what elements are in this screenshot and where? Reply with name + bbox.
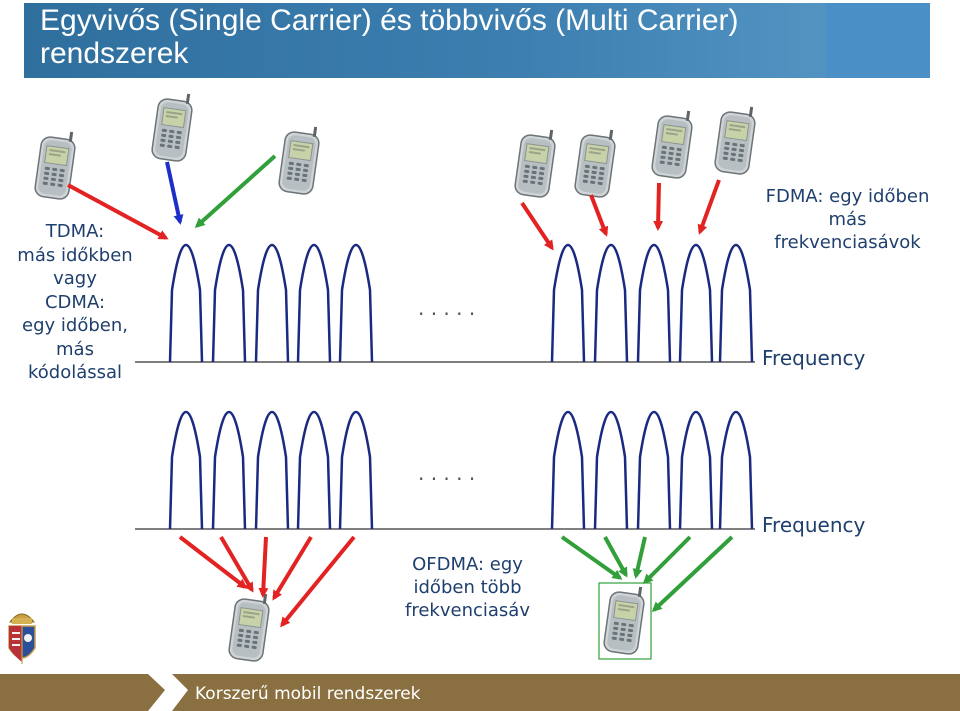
mobile-phone-icon (713, 102, 758, 176)
arrow-red (219, 535, 254, 593)
title-bar-accent (826, 3, 930, 78)
arrow-red (272, 535, 313, 601)
mobile-phone-icon (513, 125, 558, 199)
arrow-red (589, 194, 609, 237)
ofdma-label-line: OFDMA: egy (412, 554, 523, 575)
subcarrier-arch (296, 410, 332, 530)
page-title: Egyvivős (Single Carrier) és többvivős (… (40, 4, 739, 70)
arrow-green (603, 536, 628, 578)
tdma-label-line: kódolással (27, 362, 123, 383)
arrow-green (194, 154, 277, 229)
subcarrier-arch (718, 243, 754, 363)
university-crest-icon (8, 613, 36, 664)
arrow-green (651, 535, 734, 613)
mobile-phone-icon (33, 127, 78, 201)
footer-bar-right (172, 674, 960, 711)
arrow-red (653, 182, 664, 231)
tdma-label-line: TDMA: (45, 221, 105, 242)
mobile-phone-icon (277, 122, 322, 196)
arrow-red (520, 201, 554, 251)
arrow-red (280, 535, 356, 628)
subcarrier-arch (338, 243, 374, 363)
arrow-red (178, 535, 248, 589)
subcarrier-arch (636, 243, 672, 363)
title-bar (24, 3, 930, 78)
mobile-phone-icon (227, 589, 272, 663)
subcarrier-arch (168, 410, 204, 530)
footer-course-name: Korszerű mobil rendszerek (195, 684, 421, 704)
subcarrier-arch (593, 243, 629, 363)
arrow-blue (165, 161, 184, 225)
footer-bar (0, 674, 165, 711)
fdma-label-line: más (828, 209, 867, 230)
frequency-axis-label: Frequency (762, 346, 866, 370)
arrow-red (67, 183, 169, 240)
mobile-phone-icon (573, 125, 618, 199)
subcarrier-arch (168, 243, 204, 363)
ellipsis-top: . . . . . (418, 296, 475, 320)
subcarrier-arch (211, 410, 247, 530)
subcarrier-arch (254, 410, 290, 530)
subcarrier-arch (593, 410, 629, 530)
mobile-phone-icon (150, 89, 195, 163)
subcarrier-arch (296, 243, 332, 363)
receiver-highlight-box (598, 582, 652, 660)
arrow-green (632, 536, 647, 579)
subcarrier-arch (678, 243, 714, 363)
tdma-label-line: más (56, 338, 94, 360)
subcarrier-arch (254, 243, 290, 363)
tdma-label-line: egy időben, (22, 315, 128, 336)
frequency-axis-label: Frequency (762, 513, 866, 537)
tdma-label-line: CDMA: (44, 291, 106, 313)
mobile-phone-icon (650, 106, 695, 180)
tdma-label-line: más időkben (17, 244, 133, 266)
subcarrier-arch (636, 410, 672, 530)
subcarrier-arch (678, 410, 714, 530)
subcarrier-arch (338, 410, 374, 530)
subcarrier-arch (718, 410, 754, 530)
subcarrier-arch (550, 243, 586, 363)
subcarrier-arch (211, 243, 247, 363)
tdma-label-line: vagy (53, 268, 97, 289)
mobile-phone-icon (602, 582, 647, 656)
arrow-green (642, 535, 692, 585)
arrow-green (560, 535, 623, 580)
subcarrier-arch (550, 410, 586, 530)
arrow-red (697, 179, 721, 235)
fdma-label: FDMA: egy időben más frekvenciasávok (745, 185, 950, 254)
ofdma-label-line: időben több (413, 577, 522, 598)
ellipsis-bottom: . . . . . (418, 461, 475, 485)
footer-bar-arrow (150, 674, 186, 711)
ofdma-label-line: frekvenciasáv (405, 600, 530, 621)
arrow-red (258, 536, 269, 598)
tdma-cdma-label: TDMA: más időkben vagy CDMA: egy időben,… (10, 220, 140, 385)
fdma-label-line: FDMA: egy időben (765, 186, 930, 207)
fdma-label-line: frekvenciasávok (774, 232, 921, 253)
ofdma-label: OFDMA: egy időben több frekvenciasáv (390, 553, 545, 622)
